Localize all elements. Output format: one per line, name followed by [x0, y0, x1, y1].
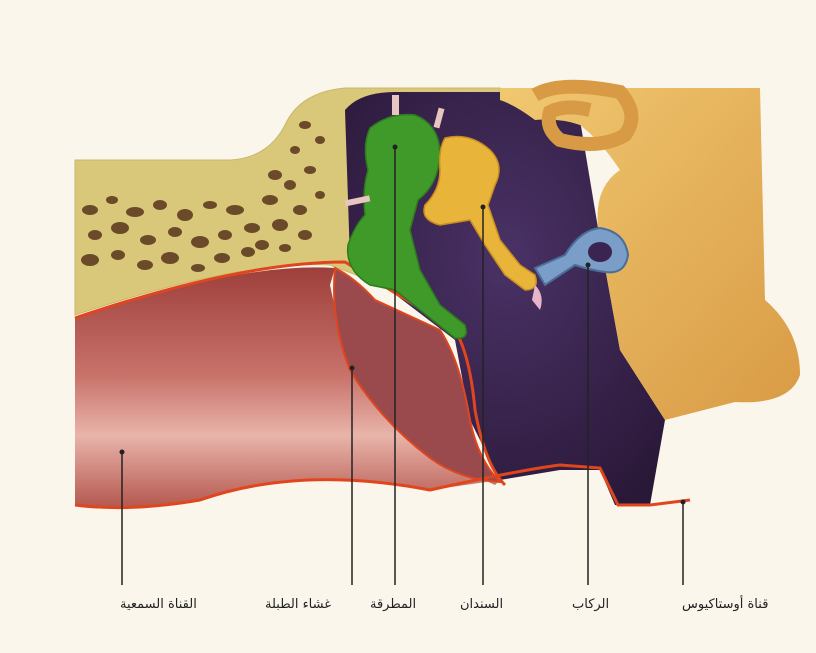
bone-pore — [293, 205, 307, 215]
bone-pore — [214, 253, 230, 263]
bone-pore — [304, 166, 316, 174]
bone-pore — [106, 196, 118, 204]
bone-pore — [255, 240, 269, 250]
label-malleus: المطرقة — [370, 597, 416, 612]
bone-pore — [203, 201, 217, 209]
bone-pore — [81, 254, 99, 266]
bone-pore — [137, 260, 153, 270]
bone-pore — [177, 209, 193, 221]
bone-pore — [153, 200, 167, 210]
bone-pore — [82, 205, 98, 215]
bone-pore — [140, 235, 156, 245]
bone-pore — [298, 230, 312, 240]
stapes-foramen — [588, 242, 612, 262]
bone-pore — [262, 195, 278, 205]
bone-pore — [272, 219, 288, 231]
label-ear-canal: القناة السمعية — [120, 597, 197, 612]
bone-pore — [111, 222, 129, 234]
label-eardrum: غشاء الطبلة — [265, 597, 331, 612]
label-stapes: الركاب — [572, 597, 609, 612]
bone-pore — [241, 247, 255, 257]
bone-pore — [191, 264, 205, 272]
bone-pore — [284, 180, 296, 190]
bone-pore — [279, 244, 291, 252]
bone-pore — [226, 205, 244, 215]
label-eustachian-tube: قناة أوستاكيوس — [682, 597, 768, 612]
bone-pore — [268, 170, 282, 180]
bone-pore — [315, 191, 325, 199]
label-incus: السندان — [460, 597, 503, 612]
bone-pore — [290, 146, 300, 154]
bone-pore — [126, 207, 144, 217]
bone-pore — [168, 227, 182, 237]
ligament-top — [392, 95, 399, 115]
bone-pore — [88, 230, 102, 240]
bone-pore — [191, 236, 209, 248]
bone-pore — [315, 136, 325, 144]
bone-pore — [218, 230, 232, 240]
bone-pore — [244, 223, 260, 233]
bone-pore — [111, 250, 125, 260]
bone-pore — [161, 252, 179, 264]
bone-pore — [299, 121, 311, 129]
